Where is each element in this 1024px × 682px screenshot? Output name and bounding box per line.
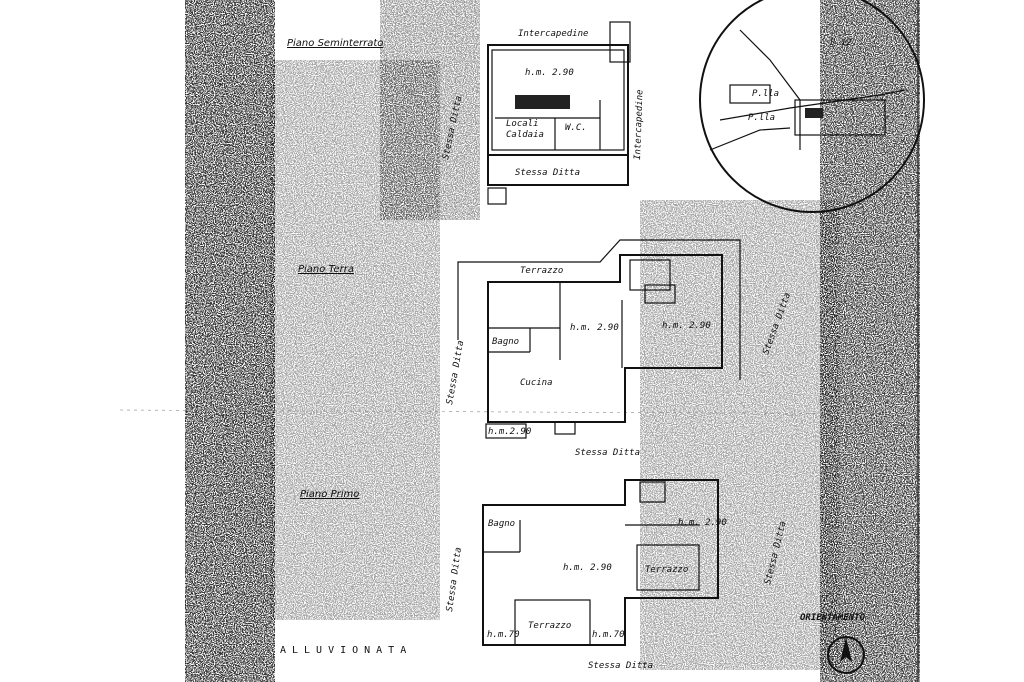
first-height-1: h.m. 2.90 (563, 563, 612, 573)
ground-bathroom: Bagno (492, 337, 519, 347)
ground-title: Piano Terra (298, 264, 354, 275)
basement-locali: Locali (506, 119, 539, 129)
basement-caldaia: Caldaia (506, 130, 544, 140)
first-terrace-1: Terrazzo (645, 565, 688, 575)
scan-noise (185, 0, 920, 682)
basement-bottom-label: Stessa Ditta (515, 168, 580, 178)
basement-top-label: Intercapedine (518, 29, 588, 39)
map-label-sheet: S.12 (830, 38, 852, 48)
ground-terrace: Terrazzo (520, 266, 563, 276)
map-label-parcel-2: P.lla (748, 113, 775, 123)
basement-wc: W.C. (565, 123, 587, 133)
basement-right-label: Intercapedine (633, 89, 645, 160)
ground-left-label: Stessa Ditta (445, 340, 466, 406)
map-label-parcel-1: P.lla (752, 89, 779, 99)
ground-corner: h.m.2.90 (488, 427, 531, 437)
first-bathroom: Bagno (488, 519, 515, 529)
location-map-inset: S.12 P.lla P.lla (699, 0, 925, 213)
north-arrow-icon (840, 637, 852, 662)
basement-title: Piano Seminterrato (287, 38, 383, 49)
ground-height-1: h.m. 2.90 (570, 323, 619, 333)
orientation-label: ORIENTAMENTO (800, 613, 866, 623)
ground-kitchen: Cucina (520, 378, 553, 388)
ground-height-2: h.m. 2.90 (662, 321, 711, 331)
basement-height: h.m. 2.90 (525, 68, 574, 78)
first-terrace-2: Terrazzo (528, 621, 571, 631)
street-name: ALLUVIONATA (280, 645, 412, 656)
first-bottom-label: Stessa Ditta (588, 661, 653, 671)
ground-bottom-label: Stessa Ditta (575, 448, 640, 458)
first-hm-right: h.m.70 (592, 630, 625, 640)
floor-basement: Piano Seminterrato Intercapedine h.m. 2.… (287, 21, 645, 205)
orientation-compass: ORIENTAMENTO (800, 613, 866, 674)
first-hm-left: h.m.70 (487, 630, 520, 640)
first-height-2: h.m. 2.90 (678, 518, 727, 528)
first-left-label: Stessa Ditta (445, 547, 464, 613)
first-title: Piano Primo (300, 489, 359, 500)
